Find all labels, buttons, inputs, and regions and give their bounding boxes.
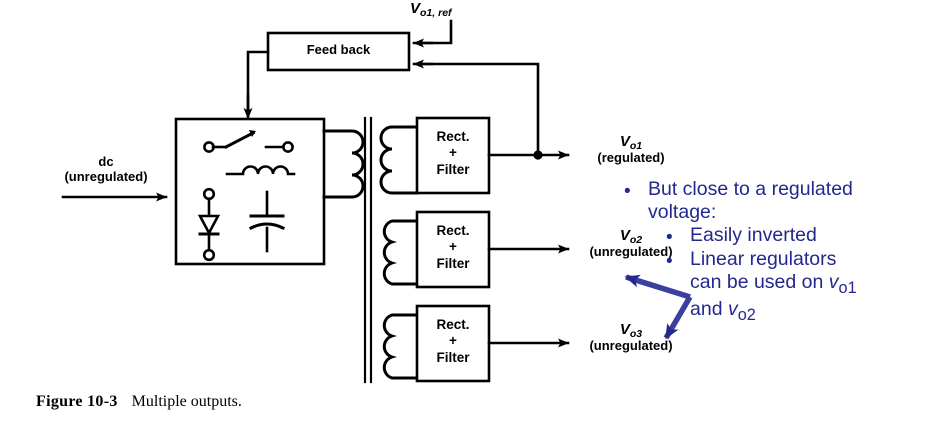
switch-blade-tip	[249, 130, 256, 137]
annotation-arrow-branch-down	[663, 295, 693, 340]
diode-triangle	[197, 214, 221, 236]
rect-filter-label-2: Rect. + Filter	[417, 223, 489, 272]
inductor-symbol	[225, 165, 296, 176]
reference-input-symbol: V	[410, 0, 421, 17]
annotation-line-6-var: v	[727, 298, 738, 321]
switch-blade	[223, 130, 256, 150]
output-2-status: (unregulated)	[589, 243, 673, 259]
annotation-arrow	[624, 274, 693, 340]
output-2-symbol-wrap: Vo2	[570, 227, 692, 246]
feedback-output-wire	[246, 50, 270, 112]
output-sense-wire	[416, 62, 540, 157]
rect-filter-3-line1: Rect.	[436, 317, 470, 332]
annotation-line-6-text: and	[690, 298, 728, 321]
output-label-2: Vo2 (unregulated)	[570, 227, 692, 259]
reference-input-wire	[416, 19, 453, 45]
annotation-line-5-sub: o1	[838, 278, 857, 297]
output-3-symbol: V	[619, 321, 630, 338]
reference-input-subscript: o1, ref	[420, 7, 452, 19]
rect-filter-box-2	[415, 210, 491, 289]
reference-input-label: Vo1, ref	[410, 0, 452, 19]
transformer-secondary-winding-1	[379, 125, 419, 195]
output-1-symbol: V	[619, 133, 630, 150]
output-junction-dot	[533, 150, 543, 160]
bullet-dot-icon: •	[624, 181, 631, 202]
rect-filter-2-line2: +	[449, 239, 457, 255]
feedback-box-label: Feed back	[306, 42, 371, 57]
rect-filter-label-1: Rect. + Filter	[417, 129, 489, 178]
output-2-subscript: o2	[629, 234, 643, 246]
figure-caption: Figure 10-3 Multiple outputs.	[36, 393, 242, 411]
figure-number: Figure 10-3	[36, 393, 118, 410]
rect-filter-3-line3: Filter	[436, 349, 470, 365]
rect-filter-1-line2: +	[449, 145, 457, 161]
output-1-status: (regulated)	[597, 149, 665, 165]
output-label-1: Vo1 (regulated)	[575, 133, 687, 165]
rect-filter-2-line1: Rect.	[436, 223, 470, 238]
annotation-line-2: voltage:	[648, 201, 717, 224]
bullet-dot-icon-3: •	[666, 250, 673, 272]
bullet-dot-icon-2: •	[666, 227, 673, 249]
dc-input-line2: (unregulated)	[64, 168, 148, 184]
figure-title: Multiple outputs.	[131, 393, 242, 410]
annotation-line-6-sub: o2	[737, 305, 756, 324]
output-1-subscript: o1	[629, 140, 643, 152]
diode-bottom-terminal	[202, 248, 216, 262]
output-label-3: Vo3 (unregulated)	[570, 321, 692, 353]
output-3-status: (unregulated)	[589, 337, 673, 353]
annotation-line-4: Linear regulators	[690, 247, 837, 270]
annotation-line-5-wrap: can be used on vo1	[612, 271, 950, 298]
output-3-subscript: o3	[629, 328, 643, 340]
output-3-symbol-wrap: Vo3	[570, 321, 692, 340]
output-2-symbol: V	[619, 227, 630, 244]
annotation-line-1: But close to a regulated	[648, 178, 853, 200]
transformer-secondary-winding-3	[382, 313, 419, 380]
switch-right-terminal	[282, 141, 294, 153]
rect-filter-2-line3: Filter	[436, 255, 470, 271]
capacitor-plate-bottom	[248, 222, 286, 231]
rect-filter-box-3	[415, 304, 491, 383]
annotation-line-5-text: can be used on	[690, 270, 829, 293]
annotation-line-3: Easily inverted	[690, 224, 817, 247]
dc-input-label: dc (unregulated)	[45, 154, 167, 184]
rect-filter-box-1	[415, 116, 491, 195]
annotation-line-2-wrap: voltage:	[612, 201, 950, 224]
converter-box	[174, 117, 326, 266]
annotation-line-6-wrap: and vo2	[612, 298, 950, 325]
annotation-bullet-3: • Linear regulators	[612, 248, 950, 271]
transformer-secondary-winding-2	[382, 219, 419, 286]
output-1-symbol-wrap: Vo1	[575, 133, 687, 152]
transformer-primary-winding	[322, 129, 365, 199]
rect-filter-3-line2: +	[449, 333, 457, 349]
annotation-bullet-2: • Easily inverted	[612, 224, 950, 247]
dc-input-line1: dc	[98, 154, 114, 169]
rect-filter-1-line1: Rect.	[436, 129, 470, 144]
annotation-block: • But close to a regulated voltage: • Easi…	[612, 178, 950, 325]
rect-filter-label-3: Rect. + Filter	[417, 317, 489, 366]
diode-top-terminal	[202, 187, 216, 201]
annotation-bullet-1: • But close to a regulated	[612, 178, 950, 201]
rect-filter-1-line3: Filter	[436, 161, 470, 177]
annotation-line-5-var: v	[828, 270, 839, 293]
annotation-arrow-branch-up	[624, 274, 691, 300]
